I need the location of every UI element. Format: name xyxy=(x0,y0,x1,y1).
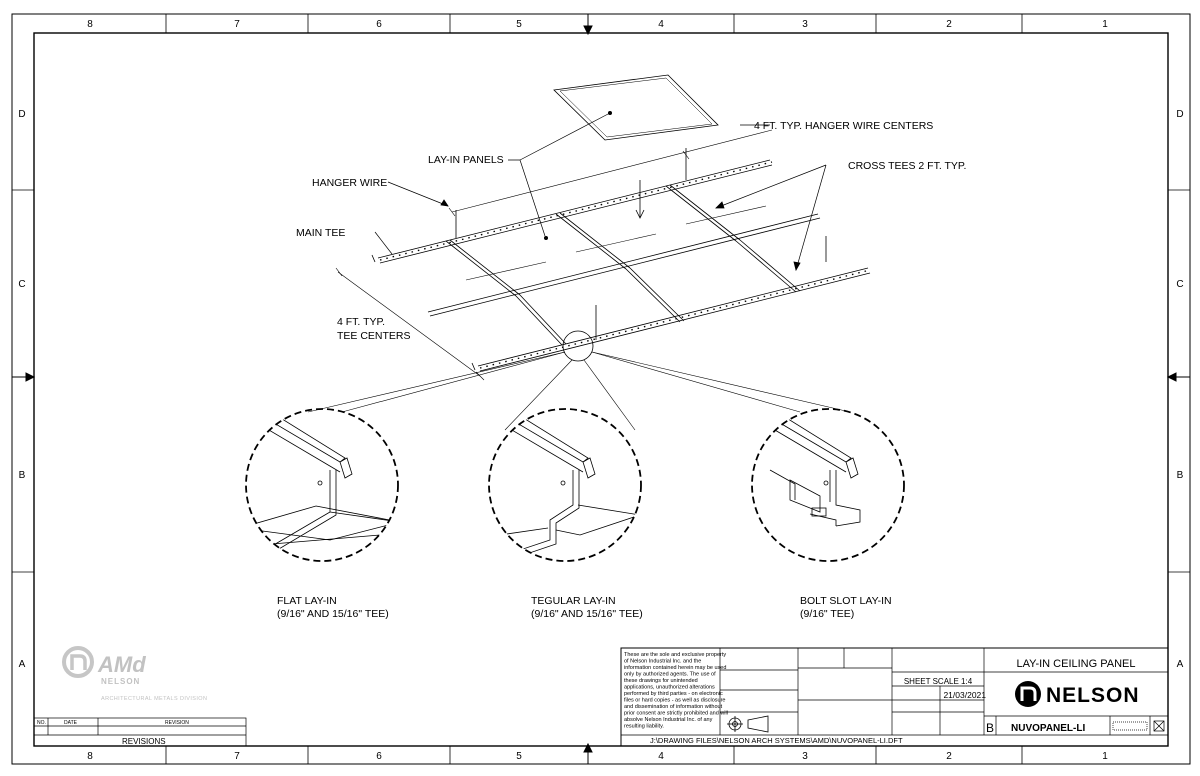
zone-row-label: D xyxy=(18,109,25,120)
zone-row-label: C xyxy=(1176,279,1183,290)
zone-col-label: 2 xyxy=(946,19,952,30)
zone-col-label: 4 xyxy=(658,751,664,762)
notice-line: files or hard copies - as well as disclo… xyxy=(624,698,726,704)
arrow-right-icon xyxy=(25,372,36,382)
sheet-scale: SHEET SCALE 1:4 xyxy=(904,677,973,686)
zone-ticks xyxy=(12,14,1190,764)
title-block-values: SHEET SCALE 1:4 21/03/2021 LAY-IN CEILIN… xyxy=(650,658,1140,745)
cross-tees xyxy=(445,184,801,346)
title-block-lines xyxy=(620,647,1169,747)
zone-row-label: C xyxy=(18,279,25,290)
notice-paragraph: These are the sole and exclusive propert… xyxy=(624,652,728,730)
zone-row-label: B xyxy=(1177,470,1184,481)
notice-line: and dissemination of information without xyxy=(624,704,723,710)
centering-arrows xyxy=(12,14,1190,764)
detail-subtitle: (9/16" AND 15/16" TEE) xyxy=(531,608,643,620)
detail-title: TEGULAR LAY-IN xyxy=(531,595,616,607)
floating-panel xyxy=(553,74,719,141)
sheet-border xyxy=(11,13,1191,765)
drawing-description: LAY-IN CEILING PANEL xyxy=(1016,658,1135,670)
detail-flat xyxy=(245,408,399,562)
arrow-down-icon xyxy=(583,25,593,36)
callout-main-tee: MAIN TEE xyxy=(296,227,345,239)
callout-tee-centers-line2: TEE CENTERS xyxy=(337,330,411,342)
detail-subtitle: (9/16" AND 15/16" TEE) xyxy=(277,608,389,620)
zone-col-label: 6 xyxy=(376,19,382,30)
revisions-table xyxy=(33,717,247,747)
dimension-lines xyxy=(335,129,773,381)
projection-symbol-icon xyxy=(727,715,769,733)
zone-col-label: 1 xyxy=(1102,751,1108,762)
notice-line: applications, unauthorized alterations xyxy=(624,685,715,691)
callout-lay-in-panels: LAY-IN PANELS xyxy=(428,154,504,166)
zone-col-label: 3 xyxy=(802,751,808,762)
rev-title: REVISIONS xyxy=(122,737,166,746)
notice-line: these drawings for unintended xyxy=(624,678,698,684)
leader-lines xyxy=(374,112,827,271)
detail-captions: FLAT LAY-IN (9/16" AND 15/16" TEE) TEGUL… xyxy=(277,595,892,620)
projection-lines xyxy=(307,351,851,431)
file-path: J:\DRAWING FILES\NELSON ARCH SYSTEMS\AMD… xyxy=(650,736,903,745)
notice-line: performed by third parties - on electron… xyxy=(624,691,723,697)
detail-tegular xyxy=(488,408,642,562)
logo-brand: NELSON xyxy=(101,677,140,686)
nelson-logo-icon xyxy=(1015,681,1041,707)
detail-bolt-slot xyxy=(751,408,905,562)
rev-col-no: NO. xyxy=(37,720,46,726)
part-number: NUVOPANEL-LI xyxy=(1011,723,1085,734)
zone-col-label: 4 xyxy=(658,19,664,30)
zone-row-label: B xyxy=(19,470,26,481)
ceiling-grid-drawing xyxy=(307,74,871,431)
hanger-wires xyxy=(455,148,827,340)
zone-col-label: 6 xyxy=(376,751,382,762)
arrow-up-icon xyxy=(583,742,593,753)
logo-mark: AMd xyxy=(97,652,146,677)
zone-labels: 8 7 6 5 4 3 2 1 8 7 6 5 4 3 2 1 D C B A … xyxy=(18,19,1183,762)
zone-col-label: 7 xyxy=(234,19,240,30)
notice-line: These are the sole and exclusive propert… xyxy=(624,652,726,658)
sheet-size: B xyxy=(986,721,994,735)
callouts: 4 FT. TYP. HANGER WIRE CENTERS LAY-IN PA… xyxy=(296,120,966,342)
detail-title: FLAT LAY-IN xyxy=(277,595,337,607)
zone-col-label: 7 xyxy=(234,751,240,762)
detail-title: BOLT SLOT LAY-IN xyxy=(800,595,892,607)
zone-row-label: A xyxy=(1177,659,1184,670)
notice-line: absolve Nelson Industrial Inc. of any xyxy=(624,717,713,723)
zone-row-label: D xyxy=(1176,109,1183,120)
zone-row-label: A xyxy=(19,659,26,670)
revision-hatch xyxy=(1112,721,1148,731)
zone-col-label: 3 xyxy=(802,19,808,30)
revisions-text: NO. DATE REVISION REVISIONS xyxy=(37,720,189,746)
zone-col-label: 5 xyxy=(516,751,522,762)
zone-col-label: 8 xyxy=(87,19,93,30)
notice-line: of Nelson Industrial Inc. and the xyxy=(624,659,701,665)
detail-subtitle: (9/16" TEE) xyxy=(800,608,854,620)
notice-line: prior consent are strictly prohibited an… xyxy=(624,711,728,717)
callout-hanger-wire: HANGER WIRE xyxy=(312,177,387,189)
drawing-date: 21/03/2021 xyxy=(943,690,986,700)
arrow-left-icon xyxy=(1166,372,1177,382)
nelson-logo: NELSON xyxy=(1015,681,1140,707)
callout-tee-centers-line1: 4 FT. TYP. xyxy=(337,316,385,328)
notice-line: information contained herein may be used xyxy=(624,665,726,671)
rev-col-revision: REVISION xyxy=(165,720,189,726)
zone-col-label: 5 xyxy=(516,19,522,30)
amd-logo: AMd NELSON ARCHITECTURAL METALS DIVISION xyxy=(62,646,207,702)
zone-col-label: 8 xyxy=(87,751,93,762)
callout-hanger-wire-centers: 4 FT. TYP. HANGER WIRE CENTERS xyxy=(754,120,933,132)
logo-n-icon xyxy=(62,646,94,678)
notice-line: resulting liability. xyxy=(624,724,664,730)
magnifier-circle xyxy=(562,330,594,362)
company-name: NELSON xyxy=(1046,684,1140,707)
rev-col-date: DATE xyxy=(64,720,78,726)
callout-cross-tees: CROSS TEES 2 FT. TYP. xyxy=(848,160,966,172)
logo-division: ARCHITECTURAL METALS DIVISION xyxy=(101,696,207,702)
notice-line: only by authorized agents. The use of xyxy=(624,672,716,678)
zone-col-label: 1 xyxy=(1102,19,1108,30)
zone-col-label: 2 xyxy=(946,751,952,762)
